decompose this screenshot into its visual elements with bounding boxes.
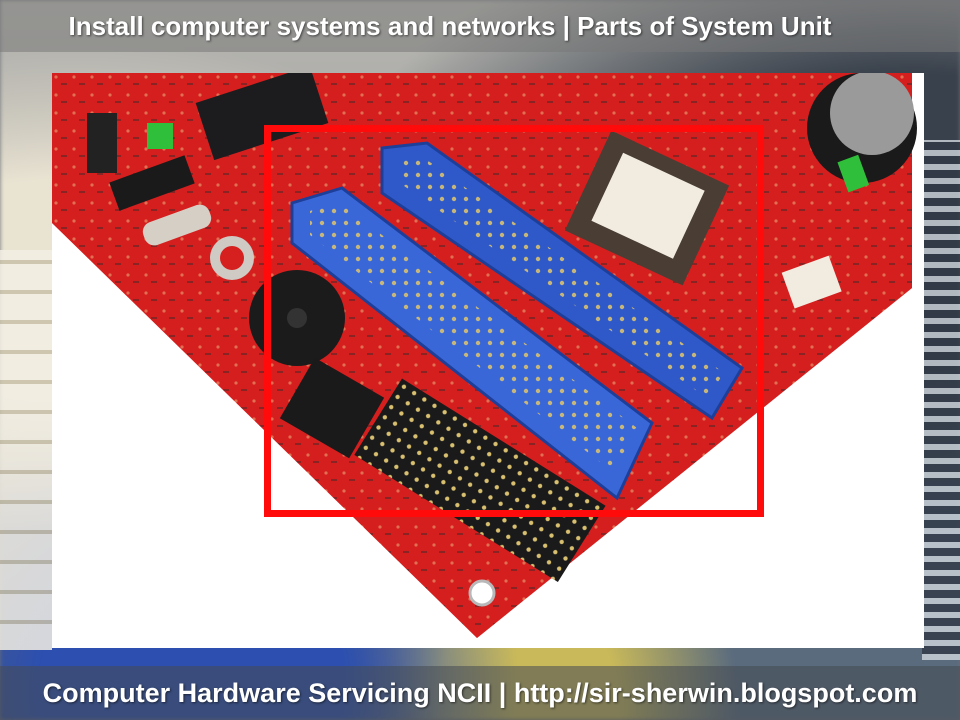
highlight-frame <box>264 125 764 517</box>
pin-header <box>354 378 606 583</box>
footer-caption: Computer Hardware Servicing NCII | http:… <box>42 677 918 708</box>
motherboard-photo <box>52 73 924 648</box>
ide-connector-secondary <box>380 141 744 421</box>
footer-banner: Computer Hardware Servicing NCII | http:… <box>0 666 960 720</box>
ide-connector-primary <box>290 186 654 501</box>
jumper-green <box>147 123 173 149</box>
page-title: Install computer systems and networks | … <box>68 10 832 41</box>
bios-chip <box>564 130 730 286</box>
chip <box>195 73 329 161</box>
title-banner: Install computer systems and networks | … <box>0 0 960 52</box>
background-left-detail <box>0 250 52 650</box>
background-right-detail <box>922 140 960 660</box>
